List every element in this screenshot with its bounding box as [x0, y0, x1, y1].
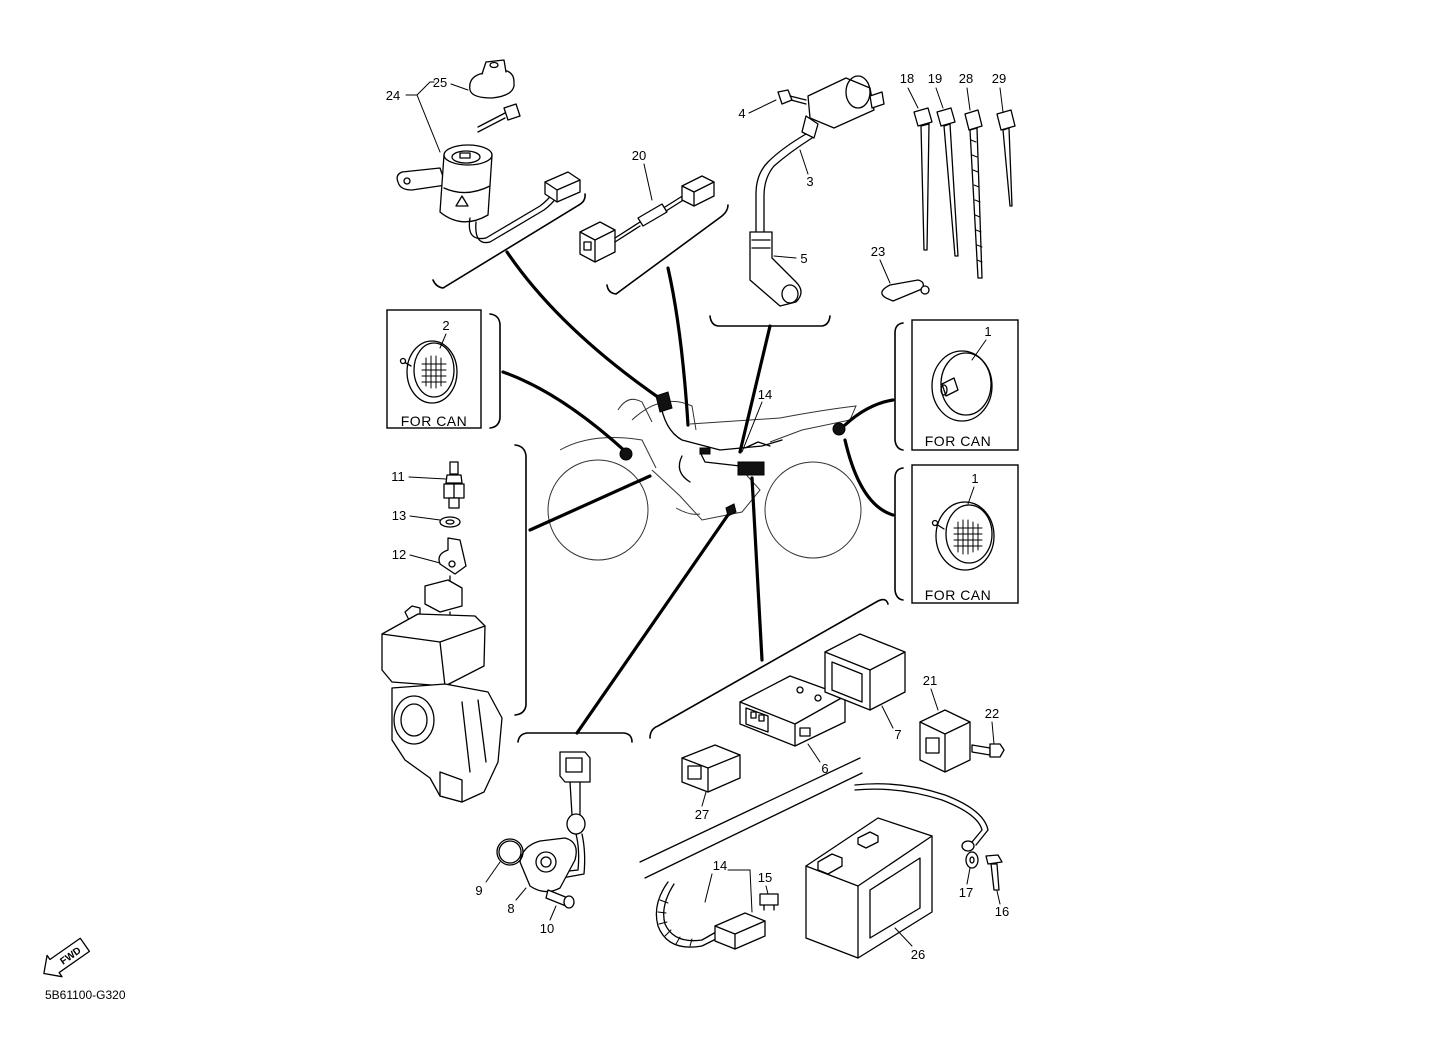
for-can-box-left	[386, 309, 482, 429]
motorcycle-silhouette	[547, 398, 862, 561]
callout-6: 6	[821, 761, 828, 776]
main-switch-assembly	[396, 59, 581, 244]
callout-4: 4	[738, 106, 745, 121]
wire-clamp	[881, 279, 930, 302]
drawing-code: 5B61100-G320	[45, 988, 126, 1002]
wire-harness-center	[619, 391, 846, 517]
callout-23: 23	[871, 244, 885, 259]
ignition-coil-assembly	[749, 75, 885, 307]
cable-ties	[913, 107, 1016, 279]
harness-band	[639, 757, 863, 879]
sensor-assembly	[496, 751, 591, 909]
callout-12: 12	[392, 547, 406, 562]
callout-8: 8	[507, 901, 514, 916]
callout-19: 19	[928, 71, 942, 86]
for-can-label-right-top: FOR CAN	[925, 433, 992, 449]
callout-5: 5	[800, 251, 807, 266]
callout-24: 24	[386, 88, 400, 103]
callout-15: 15	[758, 870, 772, 885]
callout-22: 22	[985, 706, 999, 721]
carburetor-bracket	[438, 537, 467, 575]
callout-9: 9	[475, 883, 482, 898]
callout-26: 26	[911, 947, 925, 962]
for-can-label-left: FOR CAN	[401, 413, 468, 429]
for-can-label-right-bottom: FOR CAN	[925, 587, 992, 603]
lead-wire-20	[579, 175, 715, 263]
callout-1-bottom: 1	[971, 471, 978, 486]
battery	[805, 817, 933, 959]
wire-harness-bottom	[655, 881, 766, 950]
battery-cable	[854, 783, 989, 852]
callout-28: 28	[959, 71, 973, 86]
callout-14-bottom: 14	[713, 858, 727, 873]
washer-17	[965, 851, 979, 869]
callout-17: 17	[959, 885, 973, 900]
for-can-box-right-top	[911, 319, 1019, 451]
callout-25: 25	[433, 75, 447, 90]
fuse	[759, 893, 779, 911]
callout-3: 3	[806, 174, 813, 189]
for-can-box-right-bottom	[911, 464, 1019, 604]
callout-16: 16	[995, 904, 1009, 919]
callout-2: 2	[442, 318, 449, 333]
cdi-cover	[824, 633, 906, 711]
cdi-unit	[739, 675, 846, 747]
spark-plug	[443, 461, 465, 509]
connector-27	[681, 744, 741, 793]
washer	[439, 516, 461, 528]
callout-21: 21	[923, 673, 937, 688]
callout-7: 7	[894, 727, 901, 742]
callout-1-top: 1	[984, 324, 991, 339]
callout-13: 13	[392, 508, 406, 523]
callout-18: 18	[900, 71, 914, 86]
group-brackets	[432, 193, 904, 743]
relay	[919, 709, 971, 773]
callout-11: 11	[391, 469, 405, 484]
relay-bolt	[971, 743, 1005, 758]
callout-29: 29	[992, 71, 1006, 86]
callout-14-center: 14	[758, 387, 772, 402]
callout-20: 20	[632, 148, 646, 163]
connection-lines	[501, 250, 895, 735]
callout-27: 27	[695, 807, 709, 822]
callout-10: 10	[540, 921, 554, 936]
forward-arrow-icon: FWD	[43, 937, 91, 978]
callout-labels: 24 25 20 4 3 5 18 19 28 29 23 2 1 14 1 1…	[386, 71, 1009, 962]
bolt-16	[985, 854, 1003, 891]
leader-lines	[405, 81, 1004, 947]
carburetor	[381, 575, 503, 803]
